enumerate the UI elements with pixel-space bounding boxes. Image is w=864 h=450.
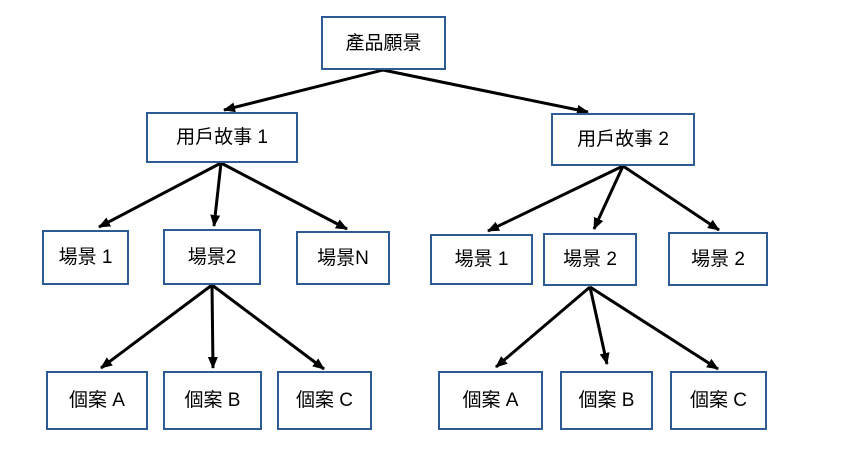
node-case-b-left: 個案 B [163,371,262,430]
node-label: 場景2 [187,246,237,268]
node-label: 個案 C [689,390,747,411]
edge-scene-2-right-to-case-b-right [588,286,610,365]
edge-user-story-1-to-scene-1-left [98,161,222,229]
edge-product-vision-to-user-story-1 [223,68,384,113]
edge-scene-2-left-to-case-a-left [100,283,213,370]
node-scene-1-left: 場景 1 [42,230,129,285]
node-user-story-2: 用戶故事 2 [551,113,695,166]
node-label: 場景N [317,247,369,269]
node-scene-1-right: 場景 1 [430,234,533,285]
edge-product-vision-to-user-story-2 [382,68,589,115]
edge-scene-2-left-to-case-c-left [211,283,325,371]
edge-user-story-2-to-scene-2-right [592,165,625,230]
edge-scene-2-right-to-case-a-right [495,285,591,369]
edge-user-story-1-to-scene-2-left [210,162,223,227]
edge-scene-2-right-to-case-c-right [589,285,719,371]
node-label: 個案 C [295,390,353,411]
edge-user-story-2-to-scene-1-right [487,164,624,233]
node-product-vision: 產品願景 [321,16,446,70]
node-case-a-right: 個案 A [438,371,543,430]
edge-user-story-1-to-scene-n-left [220,161,348,231]
node-scene-2-right: 場景 2 [543,233,637,286]
node-case-b-right: 個案 B [560,371,653,430]
node-user-story-1: 用戶故事 1 [146,112,298,163]
node-label: 用戶故事 2 [577,129,669,150]
node-label: 個案 A [69,390,125,411]
node-scene-n-left: 場景N [296,231,390,285]
node-label: 個案 B [578,390,635,411]
node-scene-2-left: 場景2 [163,229,261,285]
node-label: 場景 2 [563,249,617,270]
node-label: 產品願景 [345,32,422,54]
edge-user-story-2-to-scene-3-right [622,164,720,232]
node-label: 場景 2 [691,248,745,270]
edge-scene-2-left-to-case-b-left [207,284,218,369]
node-case-a-left: 個案 A [46,371,148,430]
node-label: 個案 B [184,390,241,411]
node-label: 個案 A [462,390,519,411]
node-case-c-right: 個案 C [670,371,767,430]
node-case-c-left: 個案 C [277,371,372,430]
node-label: 場景 1 [58,247,113,268]
node-label: 用戶故事 1 [176,127,268,148]
node-scene-3-right: 場景 2 [668,232,768,286]
node-label: 場景 1 [454,249,509,270]
